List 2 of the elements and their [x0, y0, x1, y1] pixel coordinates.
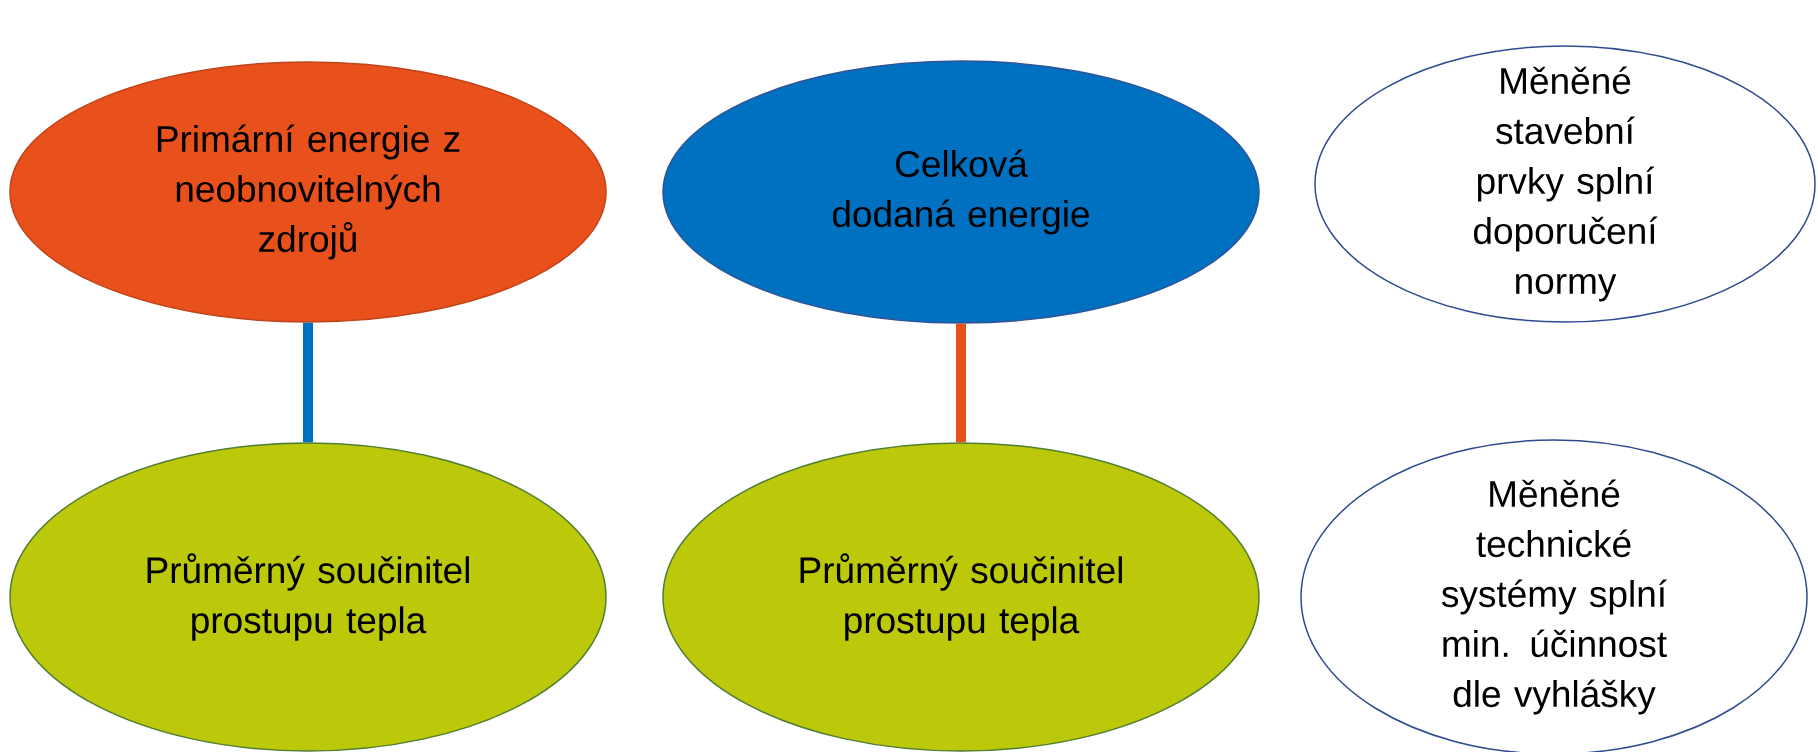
connector-line: [956, 323, 966, 443]
connector-line: [303, 322, 313, 443]
